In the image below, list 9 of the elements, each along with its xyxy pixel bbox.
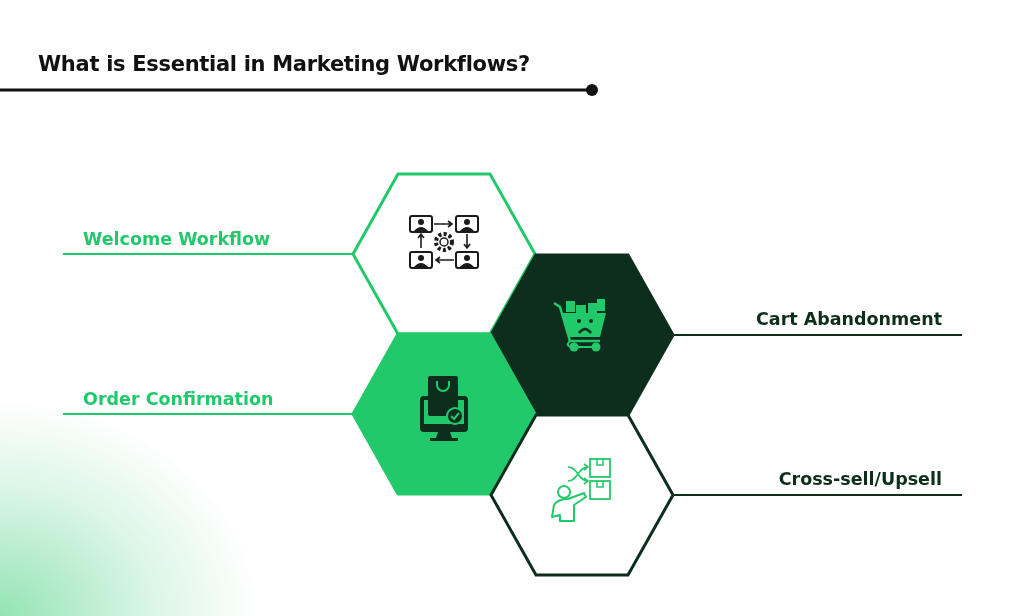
connector-line: [62, 413, 354, 415]
connector-line: [672, 494, 963, 496]
title: What is Essential in Marketing Workflows?: [38, 52, 530, 76]
workflow-label: Order Confirmation: [83, 389, 274, 409]
workflow-label: Cart Abandonment: [756, 309, 942, 329]
workflow-label: Cross-sell/Upsell: [778, 469, 942, 489]
workflow-label: Welcome Workflow: [83, 229, 271, 249]
connector-line: [62, 253, 354, 255]
connector-line: [672, 334, 963, 336]
